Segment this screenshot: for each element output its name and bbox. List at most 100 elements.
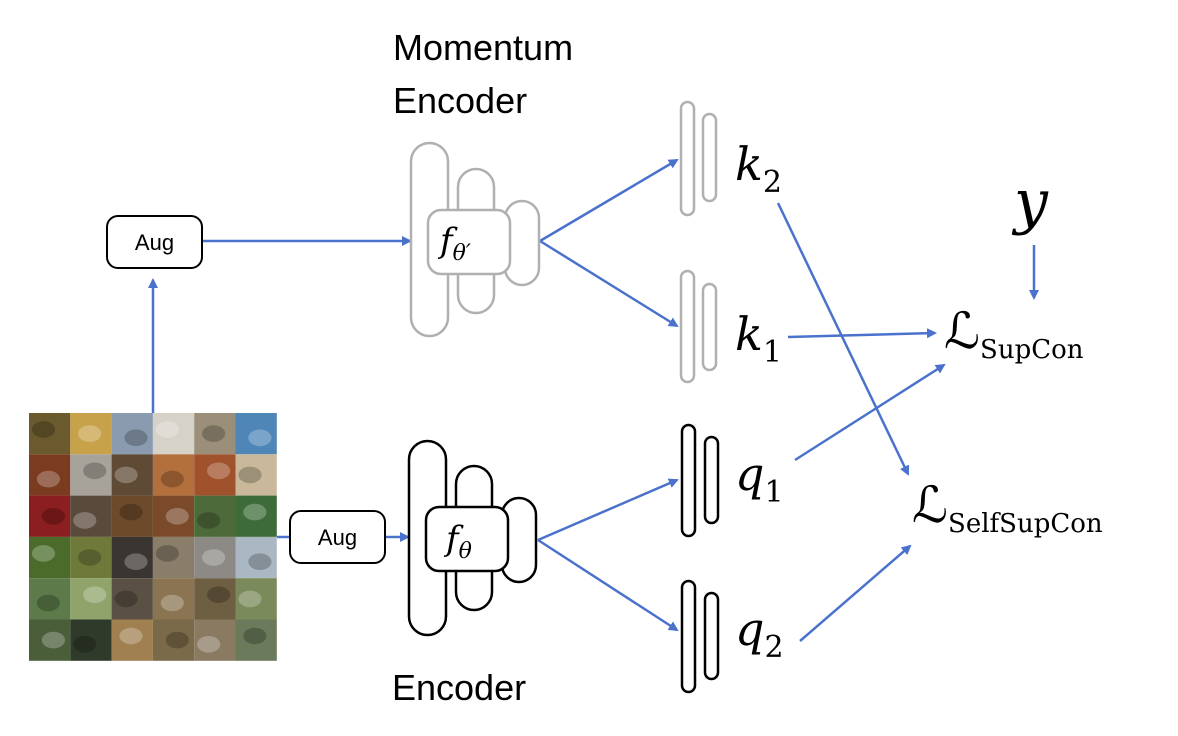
q1-embedding xyxy=(680,423,720,538)
image-grid-cell xyxy=(111,536,153,579)
image-grid-cell-detail xyxy=(83,586,107,603)
image-grid-cell-detail xyxy=(243,503,267,521)
image-grid-cell-detail xyxy=(124,553,148,570)
image-grid-cell xyxy=(29,536,71,579)
encoder-title: Encoder xyxy=(392,667,526,708)
image-grid-cell xyxy=(29,454,71,496)
image-grid-cell xyxy=(152,536,195,579)
image-grid-cell xyxy=(111,413,153,455)
arrow-f-to-q2 xyxy=(537,538,679,632)
image-grid-cell xyxy=(70,495,112,537)
image-grid-cell xyxy=(152,495,195,537)
image-grid-cell xyxy=(194,454,236,496)
image-grid-cell xyxy=(152,578,195,620)
k2-label: k2 xyxy=(735,137,782,200)
image-grid-cell xyxy=(235,578,277,620)
image-grid-cell-detail xyxy=(197,512,221,529)
image-grid-cell-detail xyxy=(119,503,143,521)
image-grid-cell xyxy=(70,578,112,620)
arrow-fprime-to-k2 xyxy=(539,158,679,243)
image-grid-cell-detail xyxy=(31,421,56,438)
image-grid-cell-detail xyxy=(41,631,65,649)
image-grid-cell-detail xyxy=(243,627,267,645)
image-grid-cell-detail xyxy=(165,631,189,649)
image-grid-cell-detail xyxy=(119,627,143,645)
image-grid-cell-detail xyxy=(160,470,184,488)
image-grid-cell xyxy=(235,454,277,496)
arrow-k1-to-supcon xyxy=(787,328,937,339)
image-grid-cell xyxy=(235,619,277,661)
image-grid-cell-detail xyxy=(248,429,272,447)
image-grid-cell xyxy=(152,454,195,496)
image-grid-cell xyxy=(111,619,153,661)
image-grid-cell-detail xyxy=(207,462,231,480)
arrow-f-to-q1 xyxy=(537,478,679,542)
image-grid-cell-detail xyxy=(207,586,231,603)
aug-label-top: Aug xyxy=(135,230,174,255)
image-grid-cell xyxy=(235,495,277,537)
image-grid-cell xyxy=(194,578,236,620)
image-grid-cell-detail xyxy=(83,462,107,480)
encoder-shape xyxy=(407,439,538,637)
image-grid-cell-detail xyxy=(160,594,184,612)
image-grid-cell-detail xyxy=(78,549,102,566)
image-grid-cell-detail xyxy=(248,553,272,570)
image-grid-cell xyxy=(235,413,277,455)
image-grid-cell xyxy=(235,536,277,579)
arrow-fprime-to-k1 xyxy=(539,239,679,328)
image-grid-cell xyxy=(194,495,236,537)
image-grid-cell-detail xyxy=(165,508,189,525)
q2-embedding xyxy=(680,579,720,694)
image-grid-cell xyxy=(29,495,71,537)
image-grid-cell xyxy=(152,413,195,455)
image-grid-cell-detail xyxy=(36,470,61,488)
momentum-encoder-shape xyxy=(409,141,541,338)
image-grid-cell-detail xyxy=(155,421,179,438)
arrow-q2-to-selfsupcon xyxy=(799,544,912,642)
q2-label: q2 xyxy=(735,602,784,665)
image-grid-cell-detail xyxy=(202,549,226,566)
k1-label: k1 xyxy=(735,307,782,370)
image-grid-cell xyxy=(29,578,71,620)
momentum-encoder-title-line2: Encoder xyxy=(393,80,527,121)
momentum-encoder-title-line1: Momentum xyxy=(393,27,573,68)
image-grid-cell xyxy=(29,619,71,661)
image-grid-cell-detail xyxy=(197,636,221,653)
k1-embedding xyxy=(679,269,718,384)
image-grid-cell xyxy=(152,619,195,661)
image-grid-cell xyxy=(111,578,153,620)
k2-embedding xyxy=(679,100,718,217)
arrow-q1-to-supcon xyxy=(794,363,946,462)
image-grid-icon xyxy=(29,413,277,661)
image-grid-cell-detail xyxy=(31,545,56,562)
aug-box-top: Aug xyxy=(106,215,203,269)
image-grid-cell xyxy=(70,413,112,455)
loss-supcon-label: ℒSupCon xyxy=(944,302,1084,365)
image-grid-cell-detail xyxy=(114,590,138,608)
image-grid-cell xyxy=(111,454,153,496)
arrows xyxy=(148,158,1039,642)
image-grid-cell-detail xyxy=(41,508,65,525)
image-grid-cell-detail xyxy=(78,425,102,442)
y-label: y xyxy=(1011,167,1049,237)
image-grid-cell-detail xyxy=(36,594,61,612)
image-grid-cell-detail xyxy=(155,545,179,562)
image-grid-cell-detail xyxy=(73,636,97,653)
image-grid-cell-detail xyxy=(202,425,226,442)
image-grid-cell xyxy=(194,413,236,455)
image-grid-cell xyxy=(194,536,236,579)
image-grid-cell-detail xyxy=(124,429,148,447)
image-grid-cell-detail xyxy=(238,466,262,484)
image-grid-cell xyxy=(70,536,112,579)
image-grid-cell xyxy=(194,619,236,661)
image-grid-cell-detail xyxy=(238,590,262,608)
image-grid-cell xyxy=(111,495,153,537)
aug-label-bottom: Aug xyxy=(318,525,357,550)
image-grid-cell-detail xyxy=(73,512,97,529)
image-grid-cell xyxy=(70,454,112,496)
arrow-k2-to-selfsupcon xyxy=(776,202,910,476)
q1-label: q1 xyxy=(735,447,784,510)
image-grid-cell-detail xyxy=(114,466,138,484)
image-grid-cell xyxy=(70,619,112,661)
